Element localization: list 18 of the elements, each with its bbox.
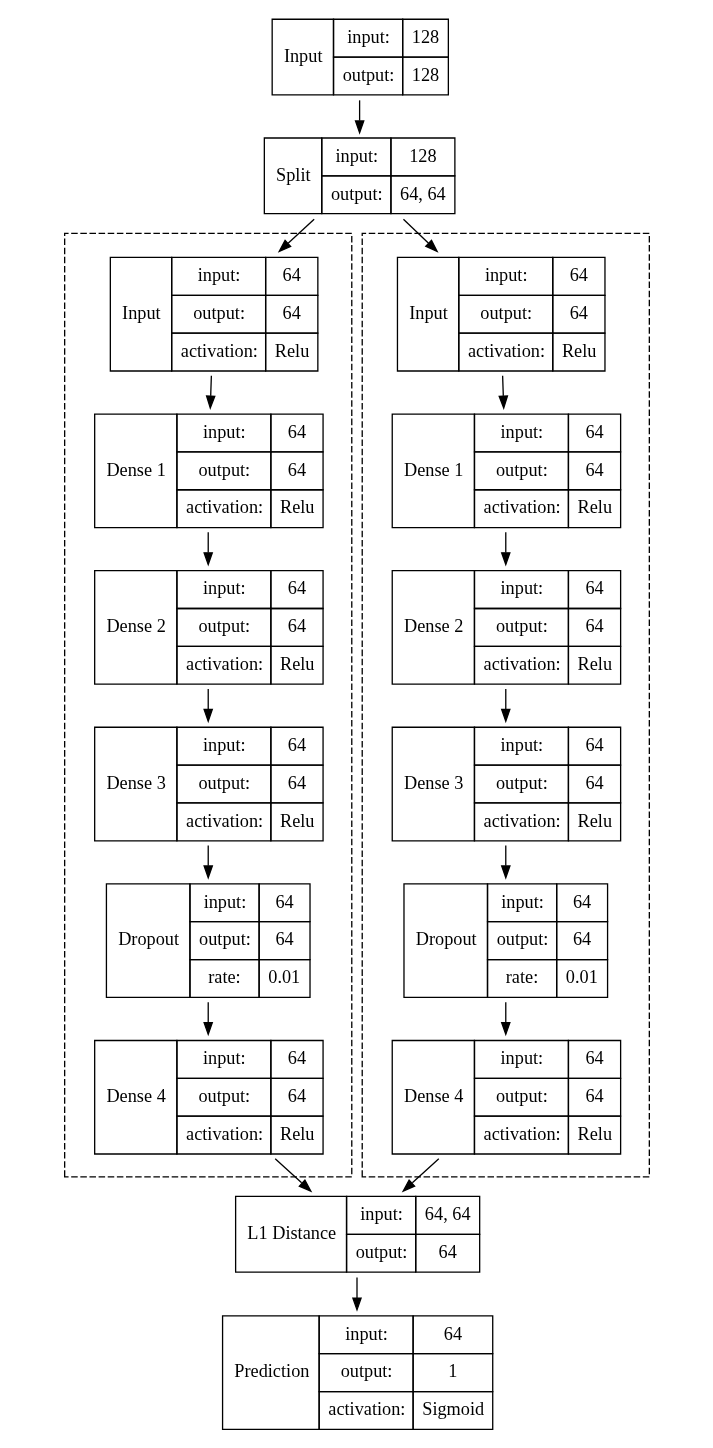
arrow — [205, 375, 216, 410]
arrow — [202, 531, 213, 567]
arrow — [500, 688, 511, 724]
arrow — [401, 1158, 439, 1193]
arrow — [500, 1001, 511, 1037]
arrow — [402, 218, 439, 253]
cluster — [63, 232, 352, 1178]
arrow — [202, 688, 213, 724]
arrow — [500, 844, 511, 880]
arrow — [354, 99, 365, 135]
arrow — [274, 1158, 312, 1193]
arrow — [497, 375, 508, 410]
arrow — [500, 531, 511, 567]
arrow — [202, 1001, 213, 1037]
arrow — [202, 844, 213, 880]
cluster — [361, 232, 650, 1178]
arrow — [351, 1276, 362, 1312]
arrow — [277, 218, 315, 253]
